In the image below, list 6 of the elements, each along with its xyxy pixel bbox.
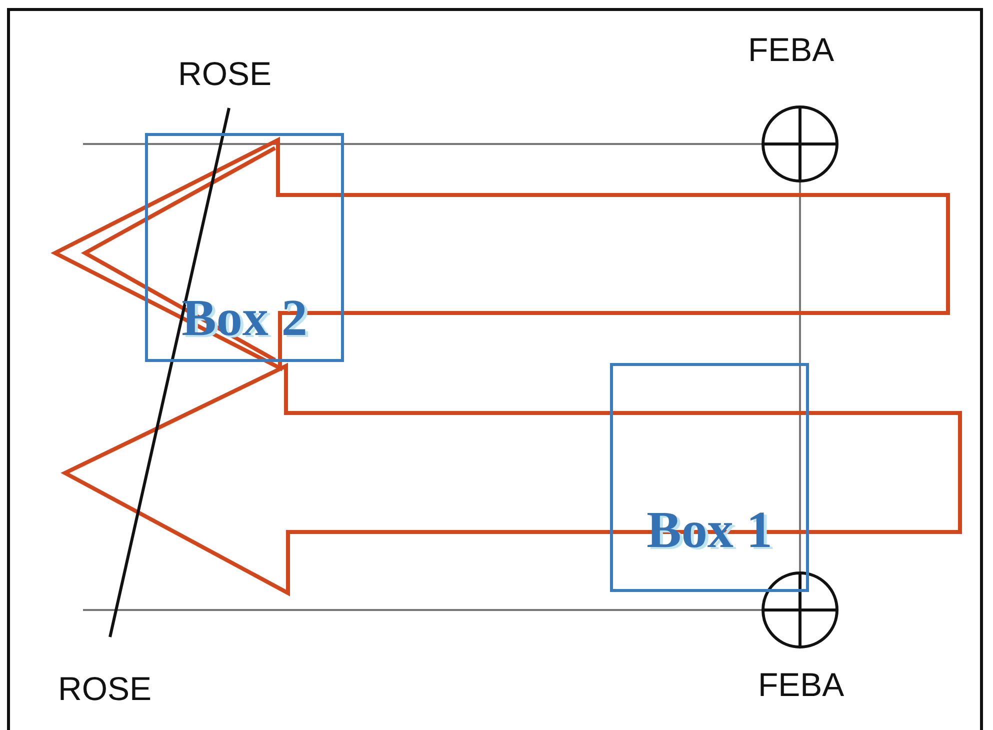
- line-label: ROSE: [58, 672, 152, 705]
- line-label: FEBA: [758, 668, 844, 701]
- line-label: FEBA: [748, 33, 834, 66]
- outlined-box: [610, 363, 809, 592]
- outlined-box: [145, 133, 344, 362]
- line-label: ROSE: [178, 57, 272, 90]
